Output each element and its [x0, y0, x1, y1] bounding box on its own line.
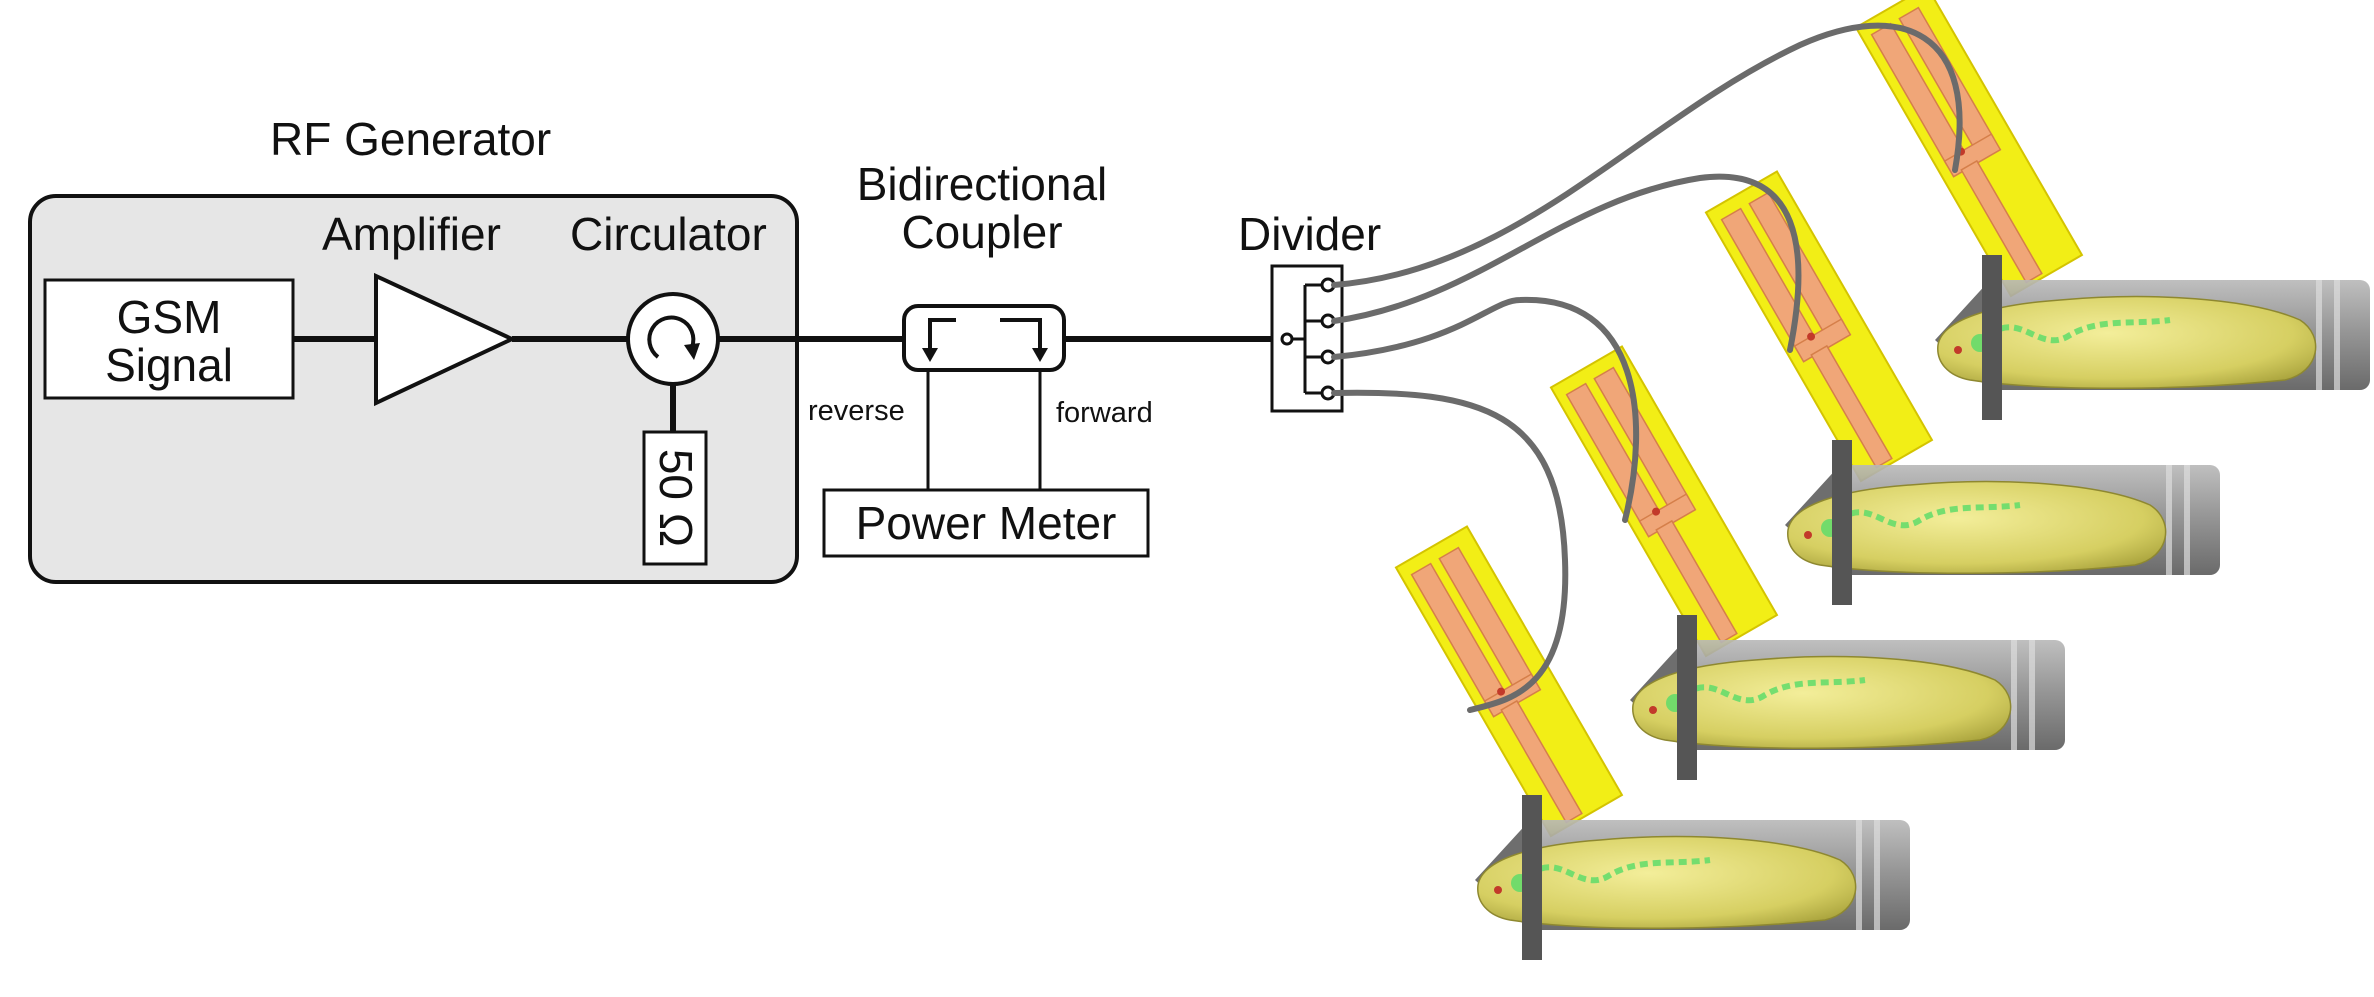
- divider-internals: [1292, 283, 1322, 395]
- cable-divider-setup-3: [1331, 173, 1802, 353]
- gsm-signal-label-1: GSM: [117, 291, 222, 343]
- circulator-label: Circulator: [570, 208, 767, 260]
- rf-generator-title: RF Generator: [270, 113, 551, 165]
- cable-divider-setup-4: [1331, 22, 1963, 288]
- coupler-reverse-arrow-icon: [928, 318, 956, 352]
- amplifier-symbol: [374, 272, 517, 407]
- divider-label: Divider: [1238, 208, 1381, 260]
- cable-divider-setup-2: [1331, 296, 1640, 523]
- reverse-label: reverse: [808, 395, 905, 427]
- circulator-arrowhead-icon: [684, 343, 700, 360]
- coupler-label-1: Bidirectional: [857, 158, 1108, 210]
- coupler-forward-arrowhead-icon: [1032, 348, 1048, 362]
- gsm-signal-label-2: Signal: [105, 339, 233, 391]
- load-50-ohm-label: 50 Ω: [650, 449, 702, 547]
- coupler-reverse-arrowhead-icon: [922, 348, 938, 362]
- amplifier-label: Amplifier: [322, 208, 501, 260]
- cable-divider-setup-1: [1331, 389, 1569, 713]
- load-50-ohm-box: [642, 430, 708, 566]
- gsm-signal-box: [43, 278, 295, 400]
- power-meter-box: [822, 488, 1150, 558]
- coupler-forward-arrow-icon: [1000, 318, 1042, 352]
- circulator-symbol: [626, 292, 720, 386]
- forward-label: forward: [1056, 397, 1153, 429]
- divider-input-port: [1280, 332, 1294, 346]
- exposure-setup-4: [1856, 0, 2370, 420]
- circulator-arrow-icon: [647, 315, 696, 359]
- power-meter-label: Power Meter: [856, 497, 1117, 549]
- coupler-label-2: Coupler: [901, 206, 1062, 258]
